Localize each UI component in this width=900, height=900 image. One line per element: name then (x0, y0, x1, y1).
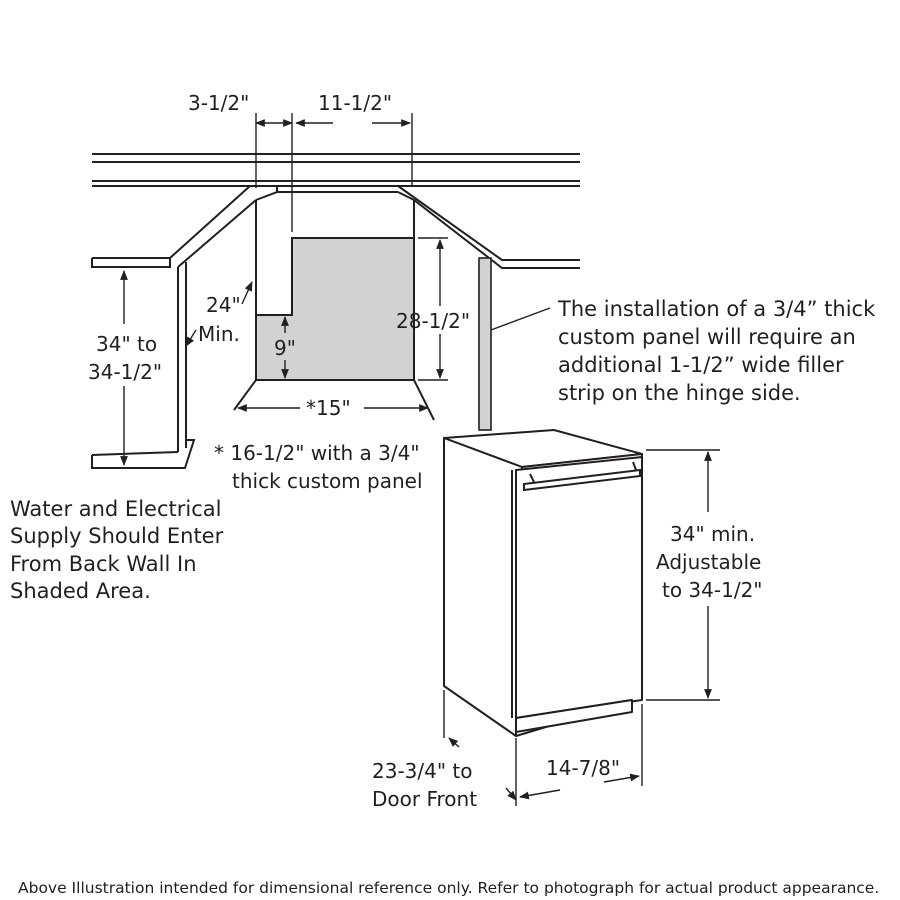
counter-height-label-1: 34" to (96, 332, 157, 356)
shaded-low-height-label: 9" (274, 336, 296, 360)
opening-depth-label-2: Min. (198, 322, 240, 346)
filler-note-line-2: custom panel will require an (558, 325, 856, 349)
door-handle (523, 461, 641, 492)
unit-width-label: 14-7/8" (546, 756, 620, 780)
unit-depth-label-1: 23-3/4" to (372, 759, 473, 783)
opening-width-label: *15" (306, 396, 351, 420)
counter-height-label-2: 34-1/2" (88, 360, 162, 384)
unit-dimension-lines (443, 449, 720, 806)
unit-depth-label-2: Door Front (372, 787, 477, 811)
ice-maker-unit (443, 429, 643, 737)
countertop (92, 153, 580, 187)
supply-note-line-1: Water and Electrical (10, 497, 221, 521)
opening-dimension-lines (120, 113, 448, 466)
filler-note-line-1: The installation of a 3/4” thick (557, 297, 876, 321)
top-right-gap-label: 11-1/2" (318, 91, 392, 115)
top-left-gap-label: 3-1/2" (188, 91, 249, 115)
supply-note-line-3: From Back Wall In (10, 552, 197, 576)
unit-height-label-2: Adjustable (656, 550, 761, 574)
supply-note-line-4: Shaded Area. (10, 579, 151, 603)
panel-note-line-1: * 16-1/2" with a 3/4" (214, 441, 420, 465)
shaded-supply-area (255, 237, 415, 381)
supply-note-line-2: Supply Should Enter (10, 524, 224, 548)
opening-depth-label-1: 24" (206, 293, 241, 317)
footer-disclaimer: Above Illustration intended for dimensio… (18, 879, 879, 897)
filler-strip (478, 257, 492, 431)
shaded-height-label: 28-1/2" (396, 309, 470, 333)
panel-note-line-2: thick custom panel (232, 469, 423, 493)
unit-height-label-1: 34" min. (670, 522, 755, 546)
filler-note-line-4: strip on the hinge side. (558, 381, 801, 405)
unit-height-label-3: to 34-1/2" (662, 578, 763, 602)
filler-note-line-3: additional 1-1/2” wide filler (558, 353, 844, 377)
